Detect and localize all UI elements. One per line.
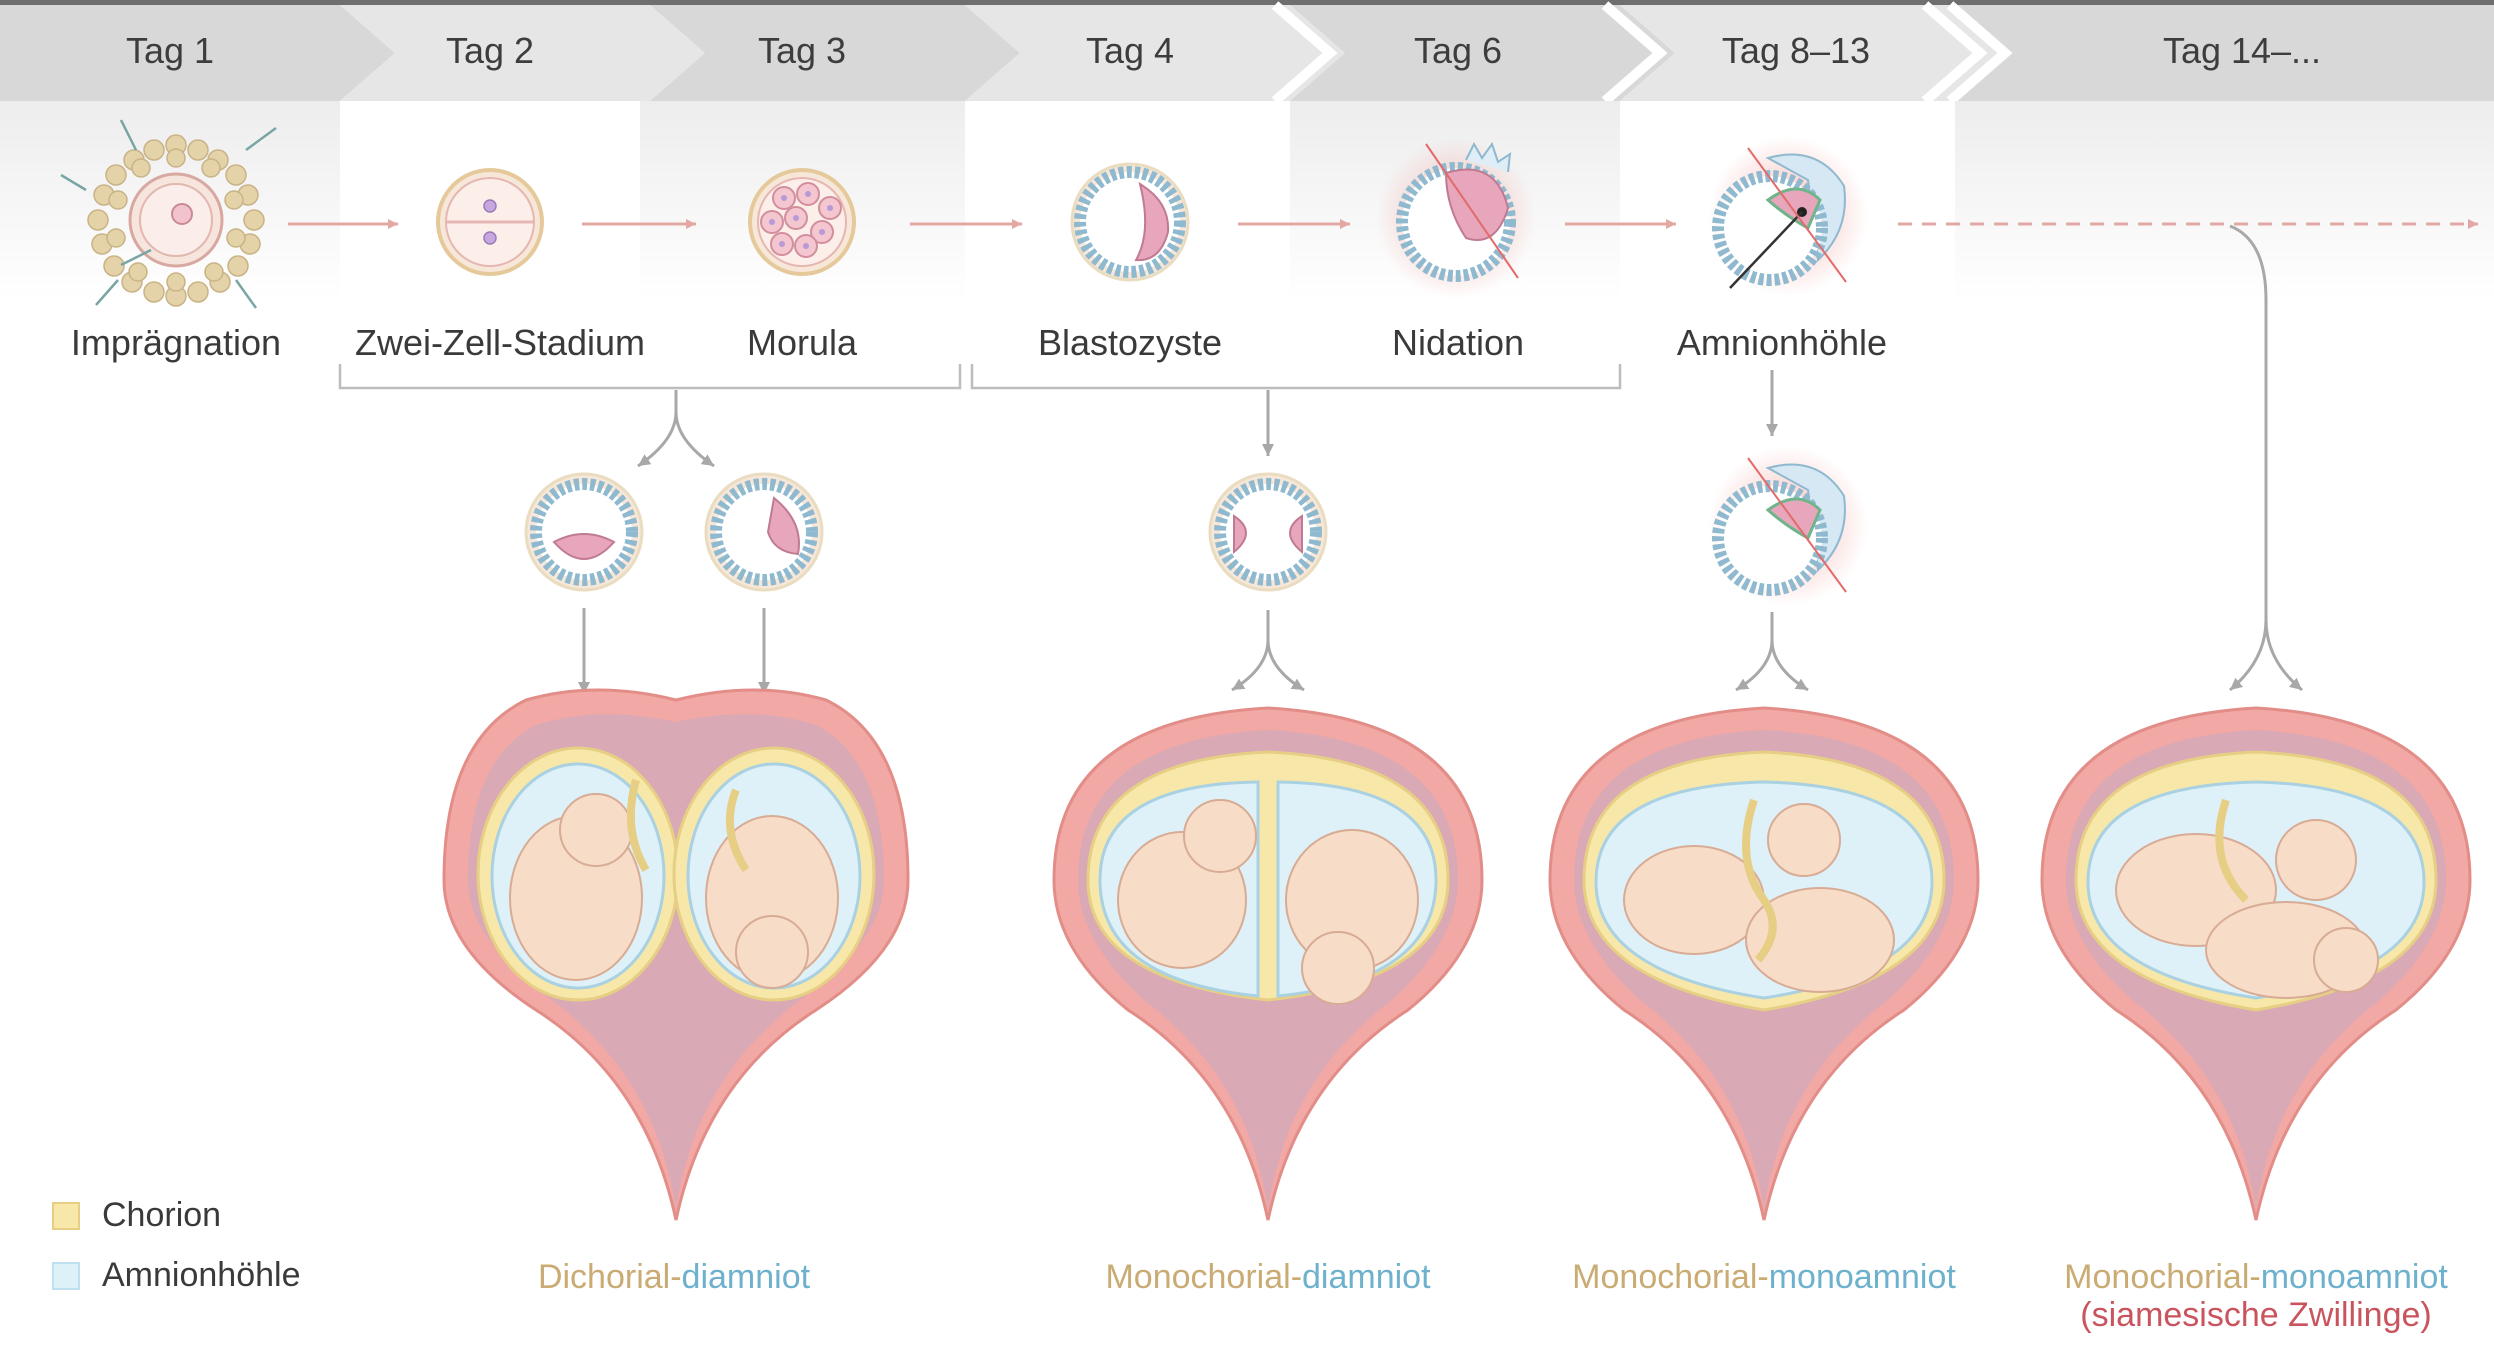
amnion-icon (1708, 136, 1868, 296)
day-label-14: Tag 14–... (2162, 30, 2322, 71)
stage-label-morula: Morula (746, 322, 858, 363)
nidation-icon (1376, 138, 1536, 298)
legend-chorion-label: Chorion (102, 1196, 222, 1234)
chorion-word: Dichorial (537, 1258, 671, 1296)
stage-label-nidation: Nidation (1391, 322, 1525, 363)
type-label-monochorial-monoamniotic: Monochorial-monoamniot (1572, 1258, 1956, 1297)
separator: - (1757, 1258, 1769, 1296)
chorion-word: Monochorial (2064, 1258, 2250, 1296)
uterus-dichorial-diamniotic (442, 688, 910, 1221)
amnion-word: diamniot (681, 1258, 811, 1296)
day-label-6: Tag 6 (1413, 30, 1503, 71)
stage-label-impregnation: Imprägnation (70, 322, 282, 363)
stage-band (0, 101, 2494, 301)
type-label-conjoined: Monochorial-monoamniot (2064, 1258, 2448, 1297)
blastocyst-icon (1070, 162, 1190, 282)
day-label-2: Tag 2 (445, 30, 535, 71)
stage-label-amnion-cavity: Amnionhöhle (1676, 322, 1888, 363)
type-label-monochorial-diamniotic: Monochorial-diamniot (1105, 1258, 1430, 1297)
morula-icon (748, 168, 856, 276)
separator: - (1290, 1258, 1303, 1296)
amnion-split-icon (1708, 446, 1868, 606)
amnion-swatch (52, 1261, 80, 1290)
split-blastocyst-left-icon (524, 472, 644, 592)
day-label-8-13: Tag 8–13 (1721, 30, 1871, 71)
legend-amnion-label: Amnionhöhle (102, 1256, 301, 1294)
stage-label-two-cell: Zwei-Zell-Stadium (354, 322, 646, 363)
amnion-word: monoamniot (2260, 1258, 2448, 1296)
branch-arrows (578, 224, 2303, 694)
split-blastocyst-right-icon (704, 472, 824, 592)
uterus-monochorial-monoamniotic (1548, 706, 1980, 1221)
stage-label-blastocyst: Blastozyste (1037, 322, 1223, 363)
legend-amnion: Amnionhöhle (52, 1256, 300, 1295)
two-cell-icon (436, 168, 544, 276)
double-inner-cell-icon (1208, 472, 1328, 592)
type-label-dichorial-diamniotic: Dichorial-diamniot (538, 1258, 810, 1297)
day-label-4: Tag 4 (1085, 30, 1175, 71)
uterus-monochorial-diamniotic (1052, 706, 1484, 1221)
day-label-1: Tag 1 (125, 30, 215, 71)
timeline-header (0, 1, 2494, 105)
separator: - (2249, 1258, 2261, 1296)
amnion-word: diamniot (1302, 1258, 1431, 1296)
legend-chorion: Chorion (52, 1196, 221, 1235)
siamese-twins-note: (siamesische Zwillinge) (2080, 1296, 2432, 1334)
amnion-word: monoamniot (1768, 1258, 1956, 1296)
chorion-word: Monochorial (1105, 1258, 1291, 1296)
day-label-3: Tag 3 (757, 30, 847, 71)
bracket-lines (338, 364, 1622, 390)
impregnation-icon (60, 119, 277, 309)
uterus-conjoined-twins (2040, 706, 2472, 1221)
chorion-word: Monochorial (1572, 1258, 1758, 1296)
chorion-swatch (52, 1201, 80, 1230)
separator: - (670, 1258, 682, 1296)
